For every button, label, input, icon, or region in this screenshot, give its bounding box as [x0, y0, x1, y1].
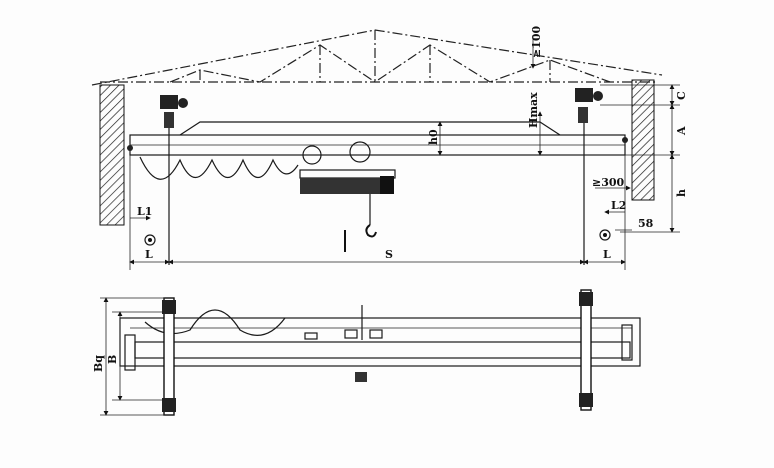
pendant-right	[599, 229, 611, 241]
roof-truss	[91, 29, 663, 86]
label-l-right: L	[603, 248, 611, 261]
left-runway-trolley	[160, 95, 188, 265]
pendant-left	[144, 234, 156, 246]
label-roof-clearance: ≥100	[530, 25, 543, 58]
right-wall	[631, 79, 655, 201]
label-min-300: ≥300	[592, 176, 625, 189]
label-s8: 58	[638, 217, 654, 230]
label-a: A	[675, 126, 688, 136]
electric-hoist	[299, 141, 396, 238]
label-c: C	[675, 91, 688, 100]
label-l1: L1	[137, 205, 152, 218]
left-wall	[99, 84, 125, 226]
label-h0: h0	[427, 129, 440, 145]
label-bq: Bq	[92, 355, 105, 372]
plan-view	[100, 289, 641, 416]
label-hmax: Hmax	[527, 92, 540, 128]
label-b: B	[106, 355, 119, 364]
label-l2: L2	[611, 199, 626, 212]
festoon-cable	[139, 156, 299, 180]
dimension-lines	[129, 35, 680, 270]
bridge-girder	[127, 121, 628, 156]
label-h: h	[675, 189, 688, 197]
label-span-s: S	[385, 248, 393, 261]
right-runway-trolley	[575, 88, 603, 265]
label-l-left: L	[145, 248, 153, 261]
